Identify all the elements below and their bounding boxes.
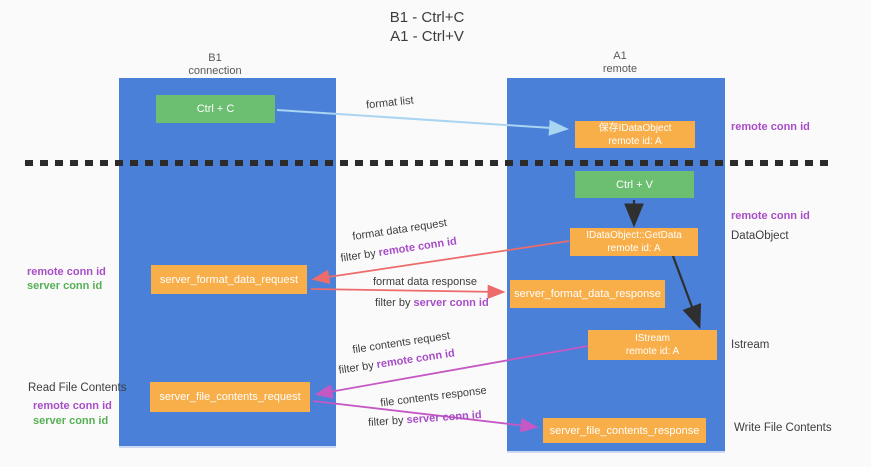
node-ctrl-v: Ctrl + V	[575, 171, 694, 198]
node-save-dataobject-line2: remote id: A	[608, 135, 662, 147]
file-contents-request-arrow	[314, 345, 589, 399]
node-idataobject-getdata-line1: IDataObject::GetData	[586, 230, 682, 241]
lane-header-b1-name: B1	[208, 52, 222, 64]
node-server-file-contents-response-label: server_file_contents_response	[549, 424, 700, 437]
node-server-format-data-response-label: server_format_data_response	[514, 288, 661, 300]
remote-conn-id-annotation-mid: remote conn id	[731, 210, 810, 222]
node-istream: IStream remote id: A	[588, 330, 717, 360]
filter-by-server-conn-id-label-1: filter by server conn id	[375, 297, 489, 309]
node-idataobject-getdata: IDataObject::GetData remote id: A	[570, 228, 698, 256]
page-title-line2: A1 - Ctrl+V	[390, 28, 464, 45]
node-server-file-contents-response: server_file_contents_response	[543, 418, 706, 443]
remote-conn-id-annotation-left-1: remote conn id	[27, 266, 106, 278]
node-server-format-data-request: server_format_data_request	[151, 265, 307, 294]
page-title-line1: B1 - Ctrl+C	[389, 9, 465, 26]
lane-header-b1-role: connection	[188, 65, 242, 77]
node-ctrl-c-label: Ctrl + C	[196, 103, 235, 115]
node-idataobject-getdata-line2: remote id: A	[607, 243, 661, 254]
node-istream-line1: IStream	[634, 333, 670, 344]
node-save-dataobject: 保存IDataObject remote id: A	[575, 121, 695, 148]
format-list-arrow	[276, 109, 569, 136]
page-title: B1 - Ctrl+C A1 - Ctrl+V	[197, 8, 657, 46]
lane-header-a1: A1 remote	[555, 50, 685, 76]
server-conn-id-text: server conn id	[413, 297, 489, 309]
remote-conn-id-annotation-left-2: remote conn id	[33, 400, 112, 412]
read-file-contents-annotation: Read File Contents	[28, 382, 127, 394]
lane-header-a1-name: A1	[613, 50, 627, 62]
lane-header-b1: B1 connection	[150, 52, 280, 78]
node-server-format-data-request-label: server_format_data_request	[159, 273, 299, 286]
format-data-response-label: format data response	[373, 276, 477, 288]
node-server-file-contents-request-label: server_file_contents_request	[159, 391, 301, 403]
format-data-request-arrow	[311, 240, 570, 284]
node-ctrl-c: Ctrl + C	[156, 95, 275, 123]
node-server-format-data-response: server_format_data_response	[510, 280, 665, 308]
lane-header-a1-role: remote	[602, 63, 638, 75]
write-file-contents-annotation: Write File Contents	[734, 422, 832, 434]
node-ctrl-v-label: Ctrl + V	[616, 178, 653, 191]
dataobject-annotation: DataObject	[731, 230, 789, 242]
node-server-file-contents-request: server_file_contents_request	[150, 382, 310, 412]
istream-annotation: Istream	[731, 339, 770, 351]
node-save-dataobject-line1: 保存IDataObject	[598, 122, 672, 134]
getdata-to-istream-arrow	[671, 255, 702, 330]
file-contents-response-arrow	[312, 400, 539, 433]
server-conn-id-annotation-left-1: server conn id	[27, 280, 103, 292]
remote-conn-id-annotation-top: remote conn id	[731, 121, 810, 133]
server-conn-id-annotation-left-2: server conn id	[33, 415, 109, 427]
filter-by-text: filter by	[375, 297, 414, 309]
node-istream-line2: remote id: A	[625, 346, 680, 357]
format-data-response-arrow	[310, 284, 506, 299]
